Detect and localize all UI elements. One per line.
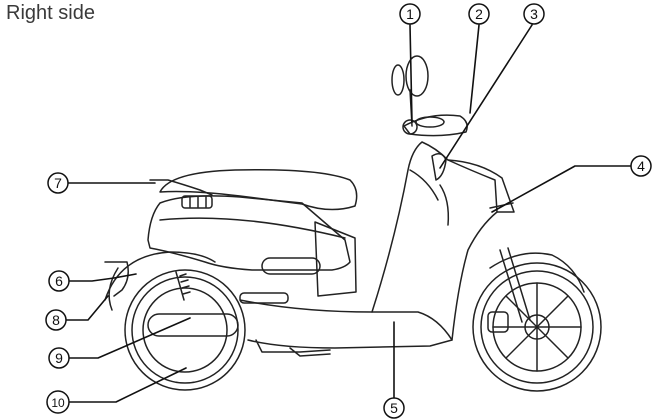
- callout-5-label: 5: [390, 400, 398, 416]
- leader-2: [470, 25, 479, 113]
- brake-caliper: [488, 312, 508, 332]
- callout-9-label: 9: [55, 350, 63, 366]
- callout-2: 2: [469, 4, 489, 24]
- side-reflector: [262, 258, 320, 274]
- callout-10-label: 10: [51, 396, 65, 410]
- scooter-illustration: [105, 56, 601, 391]
- leader-3: [440, 25, 532, 168]
- floorboard: [240, 300, 452, 348]
- callout-3: 3: [524, 4, 544, 24]
- callout-7-label: 7: [54, 175, 62, 191]
- callout-4-label: 4: [637, 158, 645, 174]
- callout-3-label: 3: [530, 6, 538, 22]
- callout-8-label: 8: [52, 312, 60, 328]
- rear-wheel: [125, 270, 245, 390]
- leader-10: [69, 368, 186, 402]
- callout-8: 8: [46, 310, 66, 330]
- callout-10: 10: [47, 391, 69, 413]
- front-wheel: [473, 263, 601, 391]
- callout-9: 9: [49, 348, 69, 368]
- callout-leaders: [64, 25, 633, 408]
- leader-8: [64, 296, 108, 320]
- callout-4: 4: [631, 156, 651, 176]
- callout-5: 5: [384, 398, 404, 418]
- callout-6-label: 6: [55, 273, 63, 289]
- callout-1: 1: [400, 4, 420, 24]
- leader-4: [492, 166, 633, 212]
- callout-6: 6: [49, 271, 69, 291]
- brake-lever: [416, 117, 444, 127]
- callout-7: 7: [48, 173, 68, 193]
- leader-6: [67, 274, 136, 281]
- callout-1-label: 1: [406, 6, 414, 22]
- mirror: [406, 56, 428, 96]
- rear-body-panel: [148, 196, 350, 270]
- rear-light: [182, 196, 212, 208]
- callout-2-label: 2: [475, 6, 483, 22]
- rear-shock: [176, 272, 190, 300]
